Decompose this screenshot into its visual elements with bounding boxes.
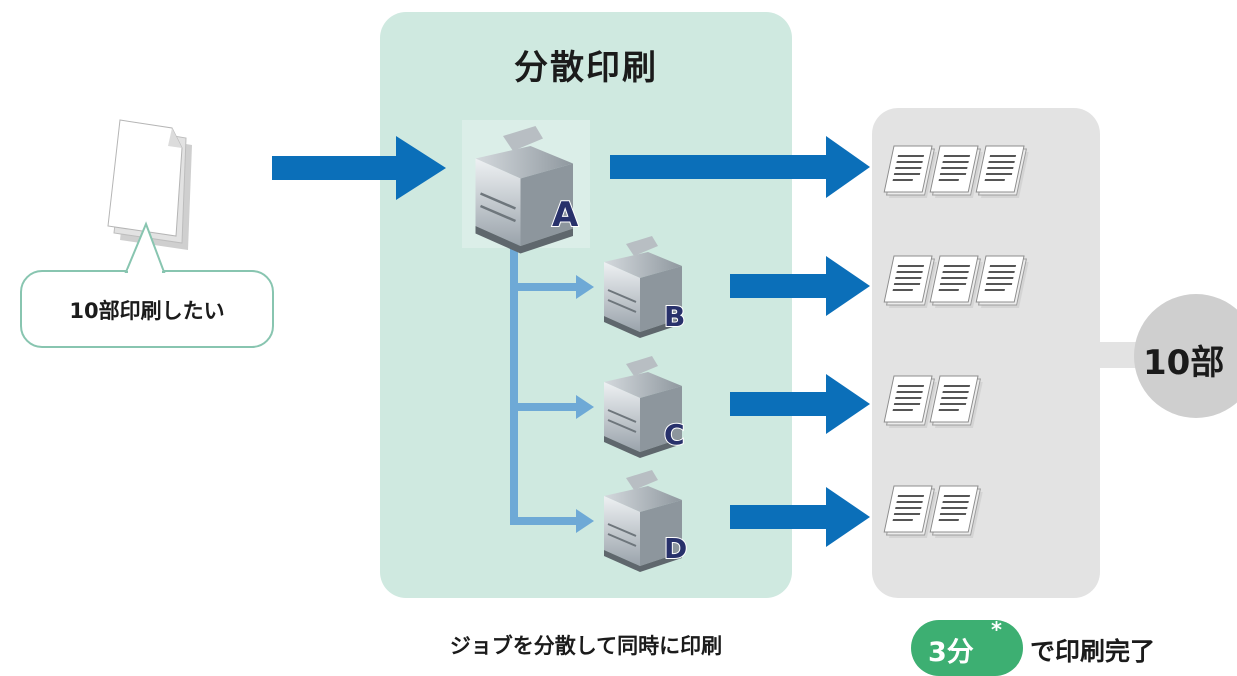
distribution-caption: ジョブを分散して同時に印刷 [449,634,723,658]
output-document-icon [973,254,1032,310]
printer-d-icon: D [603,469,688,573]
printer-a-letter: A [552,195,579,235]
distributed-print-panel [380,12,792,598]
output-document-icon [881,254,940,310]
input-arrow [272,136,446,200]
output-arrow-c [730,374,870,434]
output-document-icon [927,254,986,310]
printer-d-letter: D [664,532,687,565]
total-copies-label: 10部 [1143,343,1225,383]
printer-c-icon: C [603,355,686,459]
completion-time-value: 3分 [928,637,974,668]
output-document-stacks [881,144,1032,540]
output-arrow-d [730,487,870,547]
completion-suffix: で印刷完了 [1030,637,1156,666]
printer-a-icon: A [462,120,590,255]
output-arrow-a [610,136,870,198]
completion-footnote-mark: * [991,618,1002,642]
printer-c-letter: C [664,418,685,451]
output-document-icon [881,374,940,430]
output-document-icon [927,374,986,430]
total-circle [1134,294,1237,418]
source-document-stack-icon [107,119,192,250]
output-document-icon [881,144,940,200]
completion-time-badge [911,620,1023,676]
printer-b-letter: B [664,300,685,333]
printer-b-icon: B [603,235,686,339]
output-arrow-b [730,256,870,316]
panel-title: 分散印刷 [514,48,658,88]
branch-arrows [510,230,594,533]
output-document-icon [881,484,940,540]
bubble-tail [124,221,166,275]
output-document-icon [927,144,986,200]
output-document-icon [973,144,1032,200]
request-bubble-label: 10部印刷したい [69,299,225,323]
output-document-icon [927,484,986,540]
